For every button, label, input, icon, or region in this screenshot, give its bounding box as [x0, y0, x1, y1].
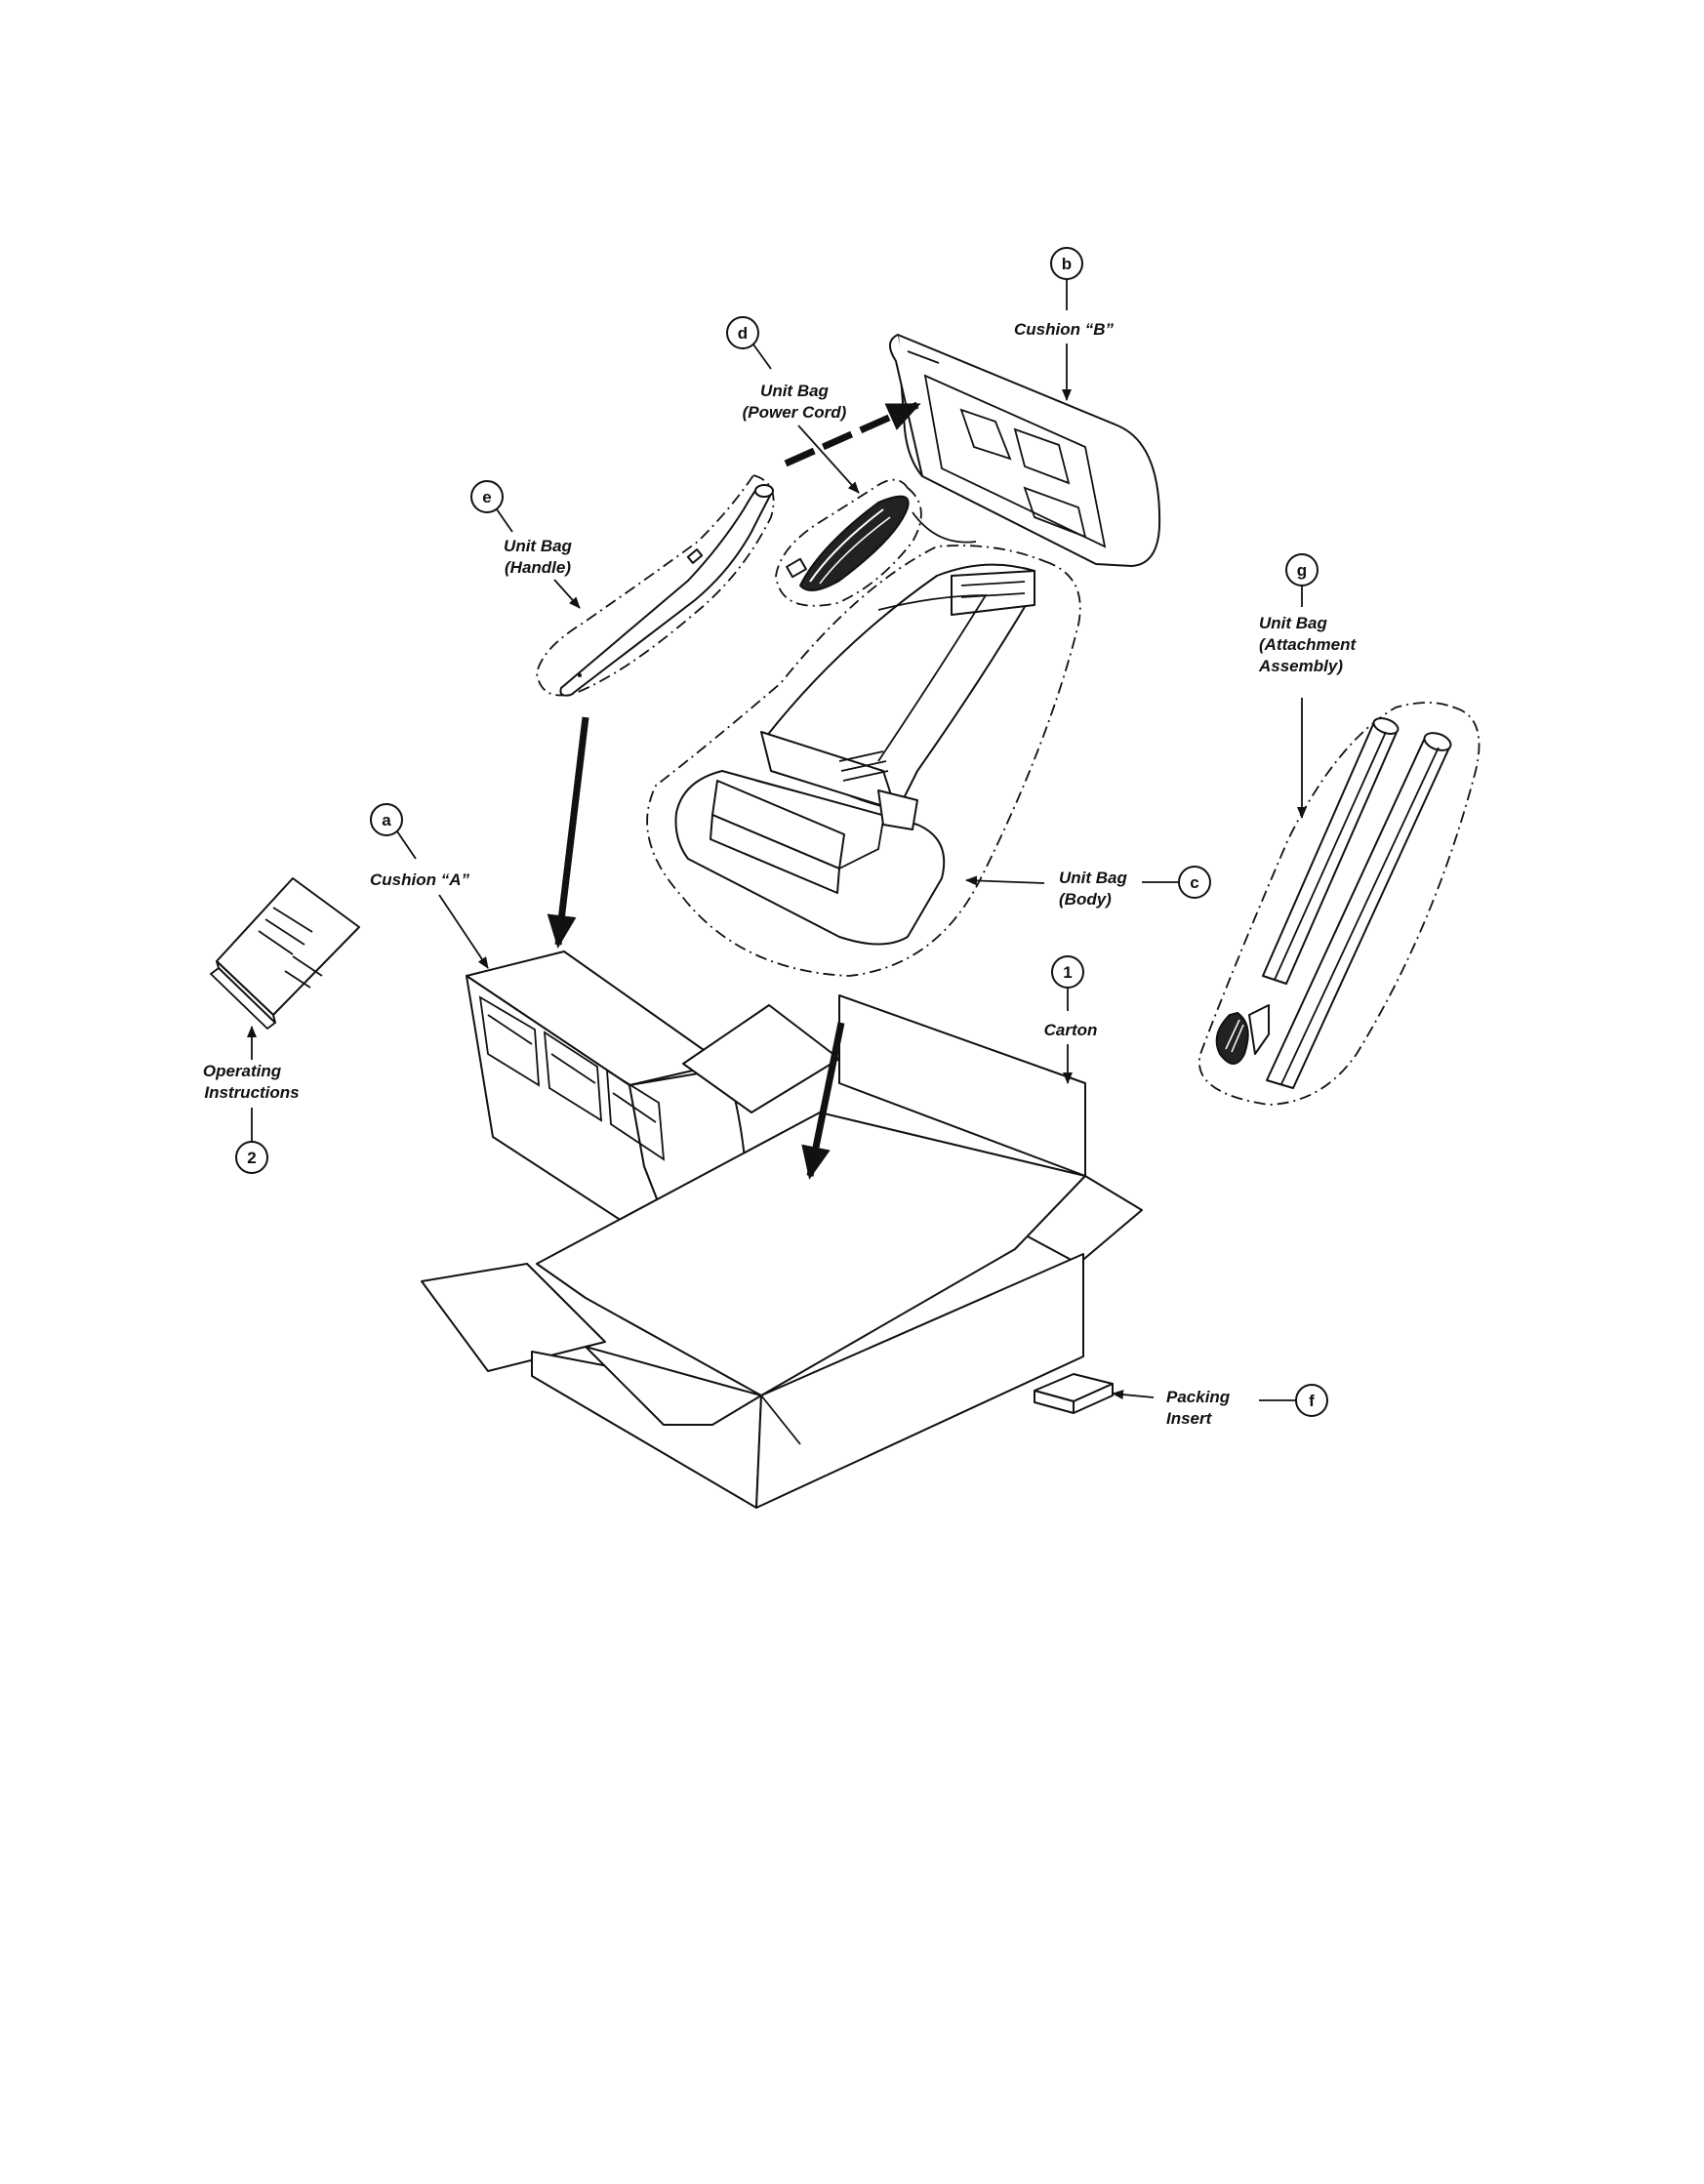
callout-e: e Unit Bag (Handle): [470, 480, 581, 609]
callout-e-label-line2: (Handle): [505, 558, 571, 577]
callout-g-label-line1: Unit Bag: [1259, 614, 1328, 632]
callout-1-key: 1: [1063, 963, 1072, 982]
callout-2-key: 2: [247, 1149, 256, 1167]
callout-d-label-line2: (Power Cord): [743, 403, 847, 422]
callout-2-circle: [235, 1141, 268, 1174]
callout-c: c Unit Bag (Body): [965, 866, 1211, 909]
callout-f-label-line2: Insert: [1166, 1409, 1213, 1428]
callout-a-circle: [370, 803, 403, 836]
callout-d-key: d: [738, 324, 748, 343]
attachment-assembly-drawing: [1198, 702, 1481, 1106]
arrow-into-carton: [801, 1022, 845, 1180]
callout-g: g Unit Bag (Attachment Assembly): [1258, 553, 1358, 819]
callout-b: b Cushion “B”: [1014, 247, 1114, 401]
callout-d-label-line1: Unit Bag: [760, 382, 830, 400]
callout-g-label-line2: (Attachment: [1259, 635, 1358, 654]
packing-insert-drawing: [1034, 1373, 1114, 1414]
cushion-a-drawing: [466, 950, 749, 1260]
callout-c-label-line2: (Body): [1059, 890, 1112, 909]
callout-1: 1 Carton: [1044, 955, 1098, 1084]
power-cord-drawing: [775, 478, 977, 607]
carton-drawing: [421, 994, 1143, 1509]
callout-f: f Packing Insert: [1112, 1384, 1328, 1428]
callout-c-label-line1: Unit Bag: [1059, 869, 1128, 887]
arrow-handle-to-cushion-a: [547, 716, 589, 949]
callout-2-label-line2: Instructions: [204, 1083, 299, 1102]
callout-g-label-line3: Assembly): [1258, 657, 1343, 675]
callout-c-key: c: [1190, 873, 1198, 892]
callout-g-key: g: [1297, 561, 1307, 580]
callout-d: d Unit Bag (Power Cord): [726, 316, 860, 494]
callout-e-circle: [470, 480, 504, 513]
arrow-power-cord-to-cushion-b: [784, 401, 921, 467]
callout-a: a Cushion “A”: [370, 803, 489, 969]
callout-a-key: a: [382, 811, 391, 829]
callout-e-key: e: [482, 488, 491, 506]
callout-f-key: f: [1309, 1392, 1315, 1410]
callout-e-label-line1: Unit Bag: [504, 537, 573, 555]
callout-2-label-line1: Operating: [203, 1062, 282, 1080]
handle-drawing: [536, 473, 775, 697]
callout-2: Operating Instructions 2: [203, 1026, 300, 1174]
callout-b-key: b: [1062, 255, 1072, 273]
vacuum-body-drawing: [646, 545, 1081, 977]
operating-instructions-drawing: [209, 877, 360, 1031]
callout-a-label: Cushion “A”: [370, 870, 469, 889]
callout-d-circle: [726, 316, 759, 349]
callout-1-label: Carton: [1044, 1021, 1098, 1039]
callout-f-label-line1: Packing: [1166, 1388, 1231, 1406]
callout-b-label: Cushion “B”: [1014, 320, 1114, 339]
